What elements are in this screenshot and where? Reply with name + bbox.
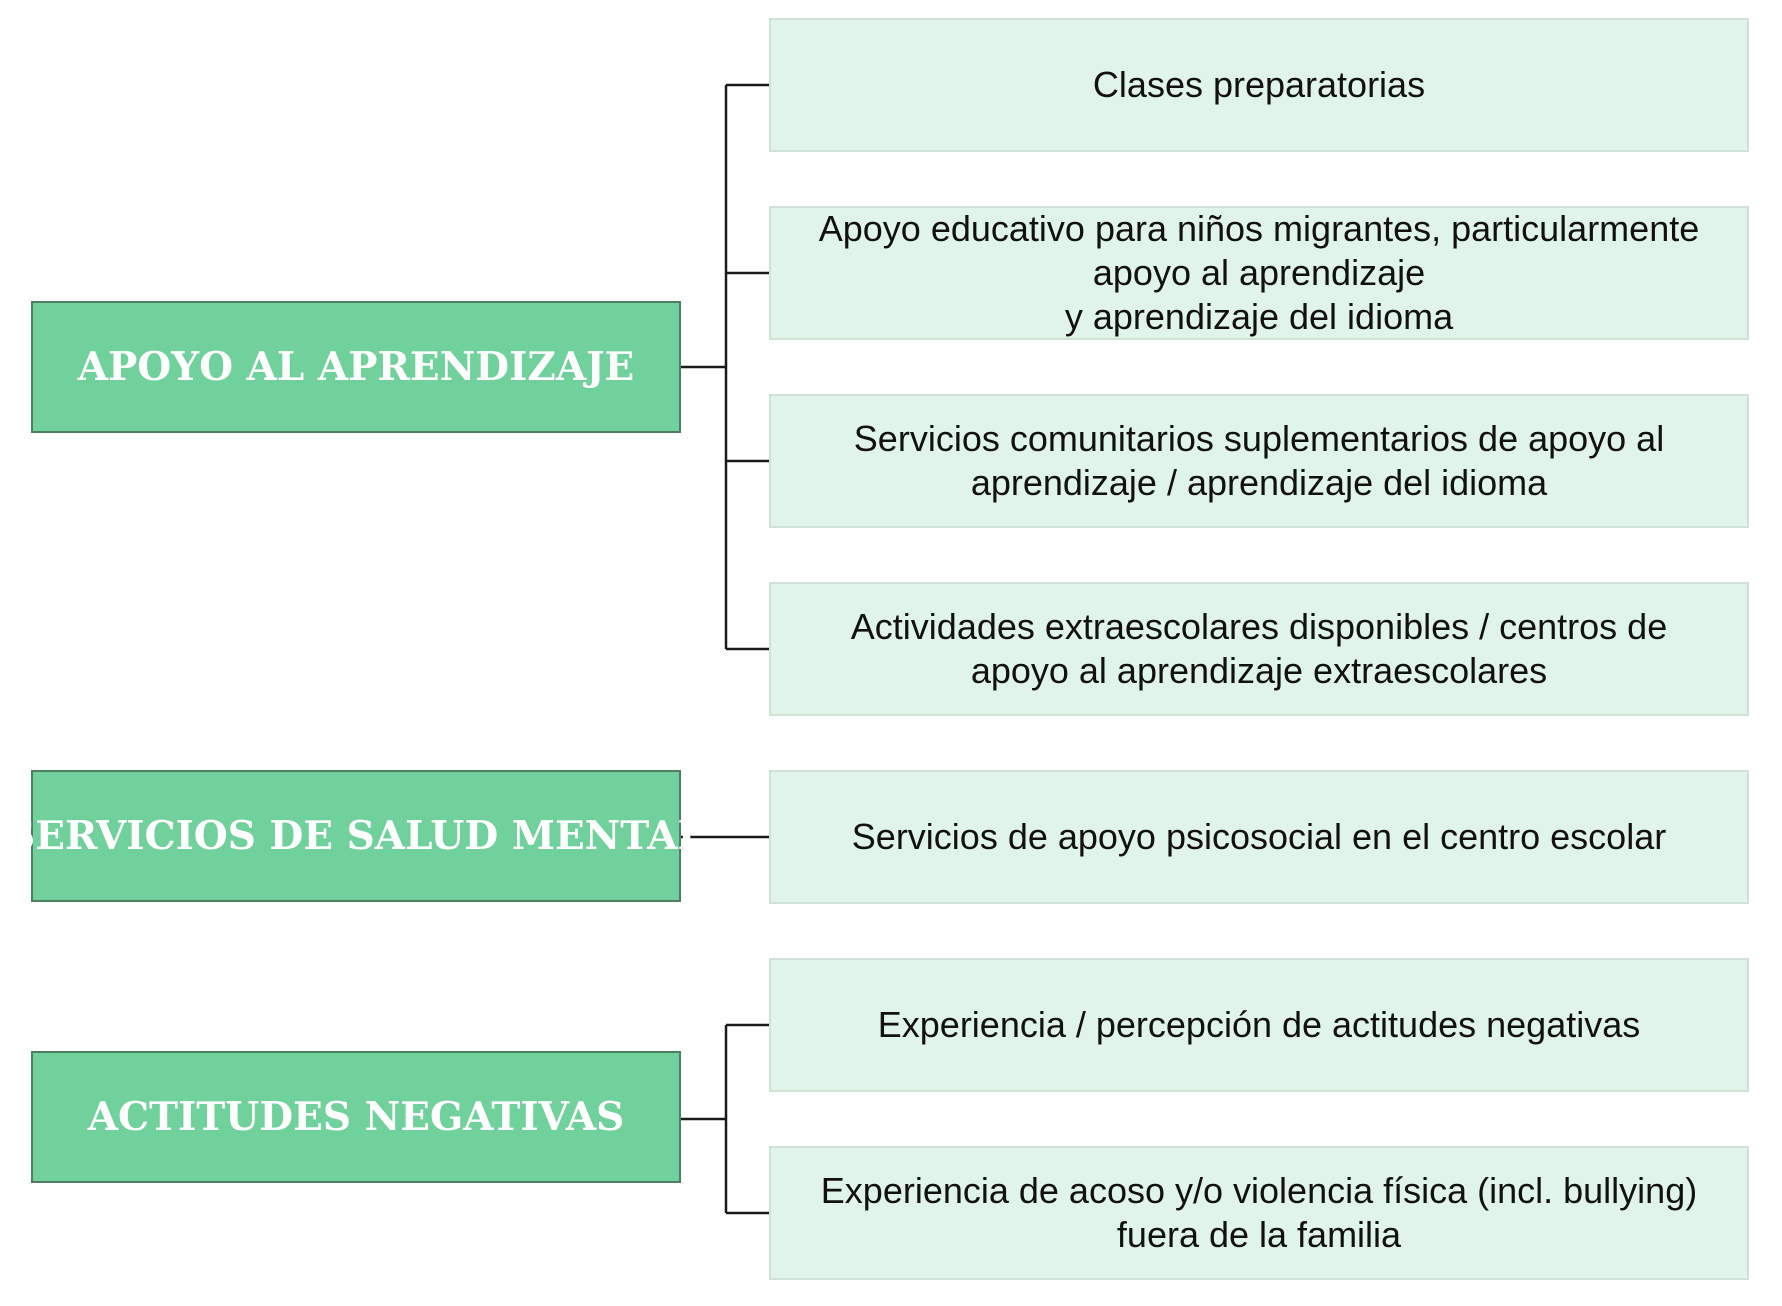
- item-box: Experiencia / percepción de actitudes ne…: [769, 958, 1749, 1092]
- category-label: ACTITUDES NEGATIVAS: [87, 1094, 625, 1140]
- item-label: Clases preparatorias: [1092, 64, 1426, 106]
- item-box: Experiencia de acoso y/o violencia físic…: [769, 1146, 1749, 1280]
- category-box-apoyo-aprendizaje: APOYO AL APRENDIZAJE: [31, 301, 681, 433]
- item-label: Experiencia / percepción de actitudes ne…: [877, 1004, 1641, 1046]
- item-box: Servicios de apoyo psicosocial en el cen…: [769, 770, 1749, 904]
- item-label: Servicios comunitarios suplementarios de…: [853, 418, 1665, 503]
- item-label: Experiencia de acoso y/o violencia físic…: [820, 1170, 1698, 1255]
- category-label: APOYO AL APRENDIZAJE: [77, 344, 635, 390]
- category-label: SERVICIOS DE SALUD MENTAL: [7, 813, 705, 859]
- item-label: Servicios de apoyo psicosocial en el cen…: [851, 816, 1667, 858]
- category-box-salud-mental: SERVICIOS DE SALUD MENTAL: [7, 770, 705, 902]
- item-box: Servicios comunitarios suplementarios de…: [769, 394, 1749, 528]
- item-box: Apoyo educativo para niños migrantes, pa…: [769, 206, 1749, 340]
- item-label: Actividades extraescolares disponibles /…: [850, 606, 1668, 691]
- item-box: Clases preparatorias: [769, 18, 1749, 152]
- item-box: Actividades extraescolares disponibles /…: [769, 582, 1749, 716]
- item-label: Apoyo educativo para niños migrantes, pa…: [818, 208, 1700, 337]
- category-box-actitudes-negativas: ACTITUDES NEGATIVAS: [31, 1051, 681, 1183]
